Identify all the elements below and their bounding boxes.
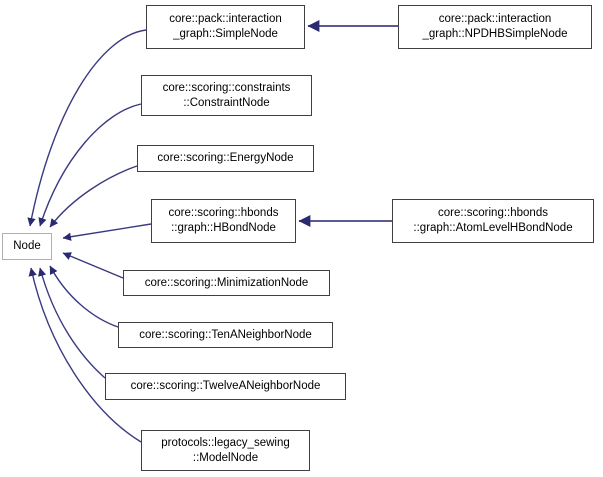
node-box-model-node[interactable]: protocols::legacy_sewing ::ModelNode <box>141 430 310 471</box>
node-label-atom-level-hbond-node: core::scoring::hbonds ::graph::AtomLevel… <box>413 207 573 234</box>
edge-twelvea-neighbor-node-to-node <box>38 267 106 379</box>
node-label-energy-node: core::scoring::EnergyNode <box>157 152 294 164</box>
node-label-constraint-node: core::scoring::constraints ::ConstraintN… <box>162 81 291 109</box>
edge-hbond-node-to-node <box>62 223 152 241</box>
node-label-node: Node <box>13 240 41 252</box>
edges-subclass-pairs <box>298 20 398 227</box>
node-box-hbond-node[interactable]: core::scoring::hbonds ::graph::HBondNode <box>151 199 296 243</box>
edge-tena-neighbor-node-to-node <box>49 265 119 328</box>
node-label-twelvea-neighbor-node: core::scoring::TwelveANeighborNode <box>130 380 321 392</box>
node-box-minimization-node[interactable]: core::scoring::MinimizationNode <box>123 270 330 296</box>
node-label-hbond-node: core::scoring::hbonds ::graph::HBondNode <box>168 207 279 234</box>
node-box-atom-level-hbond-node[interactable]: core::scoring::hbonds ::graph::AtomLevel… <box>392 199 594 243</box>
node-box-simple-node[interactable]: core::pack::interaction _graph::SimpleNo… <box>146 5 305 49</box>
edge-energy-node-to-node <box>49 165 138 228</box>
edge-constraint-node-to-node <box>38 103 142 227</box>
node-box-constraint-node[interactable]: core::scoring::constraints ::ConstraintN… <box>141 75 312 116</box>
node-box-energy-node[interactable]: core::scoring::EnergyNode <box>137 145 314 172</box>
node-label-simple-node: core::pack::interaction _graph::SimpleNo… <box>169 13 282 40</box>
node-box-node[interactable]: Node <box>2 233 52 260</box>
node-label-model-node: protocols::legacy_sewing ::ModelNode <box>161 436 290 464</box>
node-label-minimization-node: core::scoring::MinimizationNode <box>144 276 309 289</box>
node-label-npdhb-simple-node: core::pack::interaction _graph::NPDHBSim… <box>422 13 568 40</box>
edge-simple-node-to-node <box>27 29 147 227</box>
edge-minimization-node-to-node <box>62 252 124 279</box>
node-box-tena-neighbor-node[interactable]: core::scoring::TenANeighborNode <box>118 322 333 348</box>
node-label-tena-neighbor-node: core::scoring::TenANeighborNode <box>139 328 312 341</box>
node-box-twelvea-neighbor-node[interactable]: core::scoring::TwelveANeighborNode <box>105 373 346 400</box>
node-box-npdhb-simple-node[interactable]: core::pack::interaction _graph::NPDHBSim… <box>398 5 592 49</box>
